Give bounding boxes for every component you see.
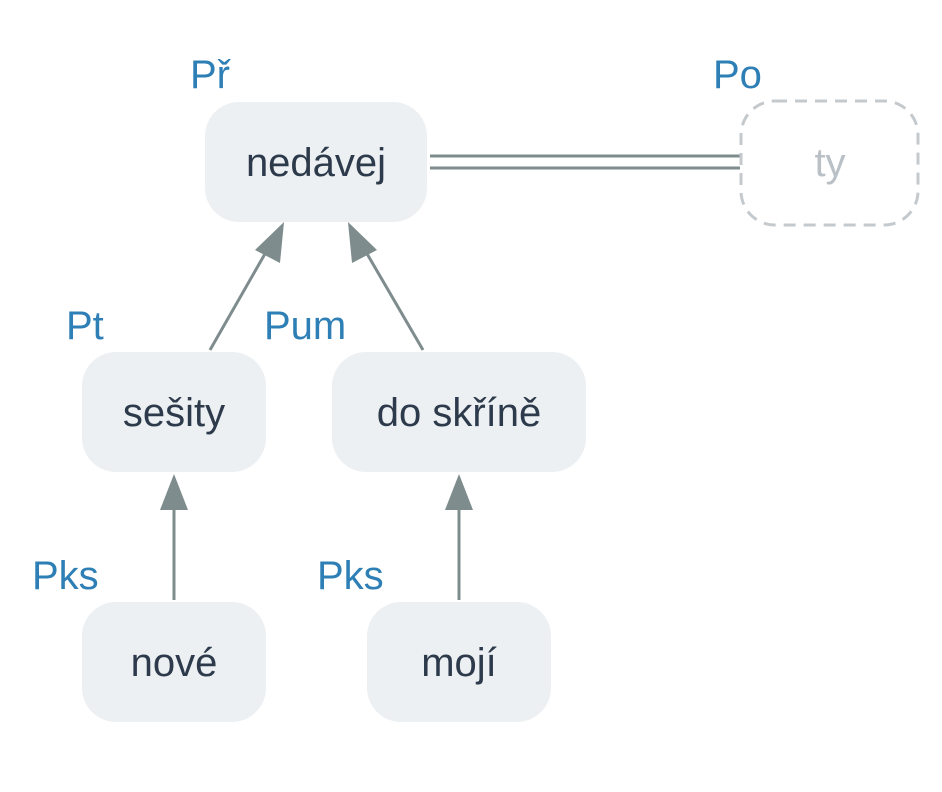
node-sesity-text: sešity (123, 391, 225, 435)
node-nedavej-text: nedávej (246, 141, 386, 185)
node-nove-box (82, 602, 266, 722)
node-nove-text: nové (131, 641, 218, 685)
node-ty-text: ty (814, 141, 845, 185)
arrowhead-sesity-nedavej (255, 222, 284, 263)
node-moji[interactable]: mojí (367, 602, 551, 722)
node-nove[interactable]: nové (82, 602, 266, 722)
role-nove: Pks (32, 554, 99, 598)
node-moji-box (367, 602, 551, 722)
role-sesity: Pt (66, 304, 104, 348)
arrowhead-doskrine-nedavej (348, 222, 377, 263)
node-ty-box (739, 99, 920, 227)
node-sesity-box (82, 352, 266, 472)
node-do-skrine[interactable]: do skříně (332, 352, 586, 472)
edge-doskrine-nedavej (364, 251, 425, 351)
role-ty: Po (713, 53, 762, 97)
node-ty[interactable]: ty (739, 99, 920, 227)
node-moji-text: mojí (421, 641, 497, 685)
node-nedavej[interactable]: nedávej (205, 102, 427, 222)
arrowhead-moji-doskrine (445, 474, 473, 510)
arrowhead-nove-sesity (160, 474, 188, 510)
edge-sesity-nedavej (208, 251, 268, 351)
node-do-skrine-text: do skříně (377, 391, 542, 435)
node-nedavej-box (205, 102, 427, 222)
node-do-skrine-box (332, 352, 586, 472)
role-do-skrine: Pum (264, 304, 346, 348)
role-nedavej: Př (190, 53, 232, 97)
role-moji: Pks (317, 554, 384, 598)
node-sesity[interactable]: sešity (82, 352, 266, 472)
edges (160, 154, 740, 600)
